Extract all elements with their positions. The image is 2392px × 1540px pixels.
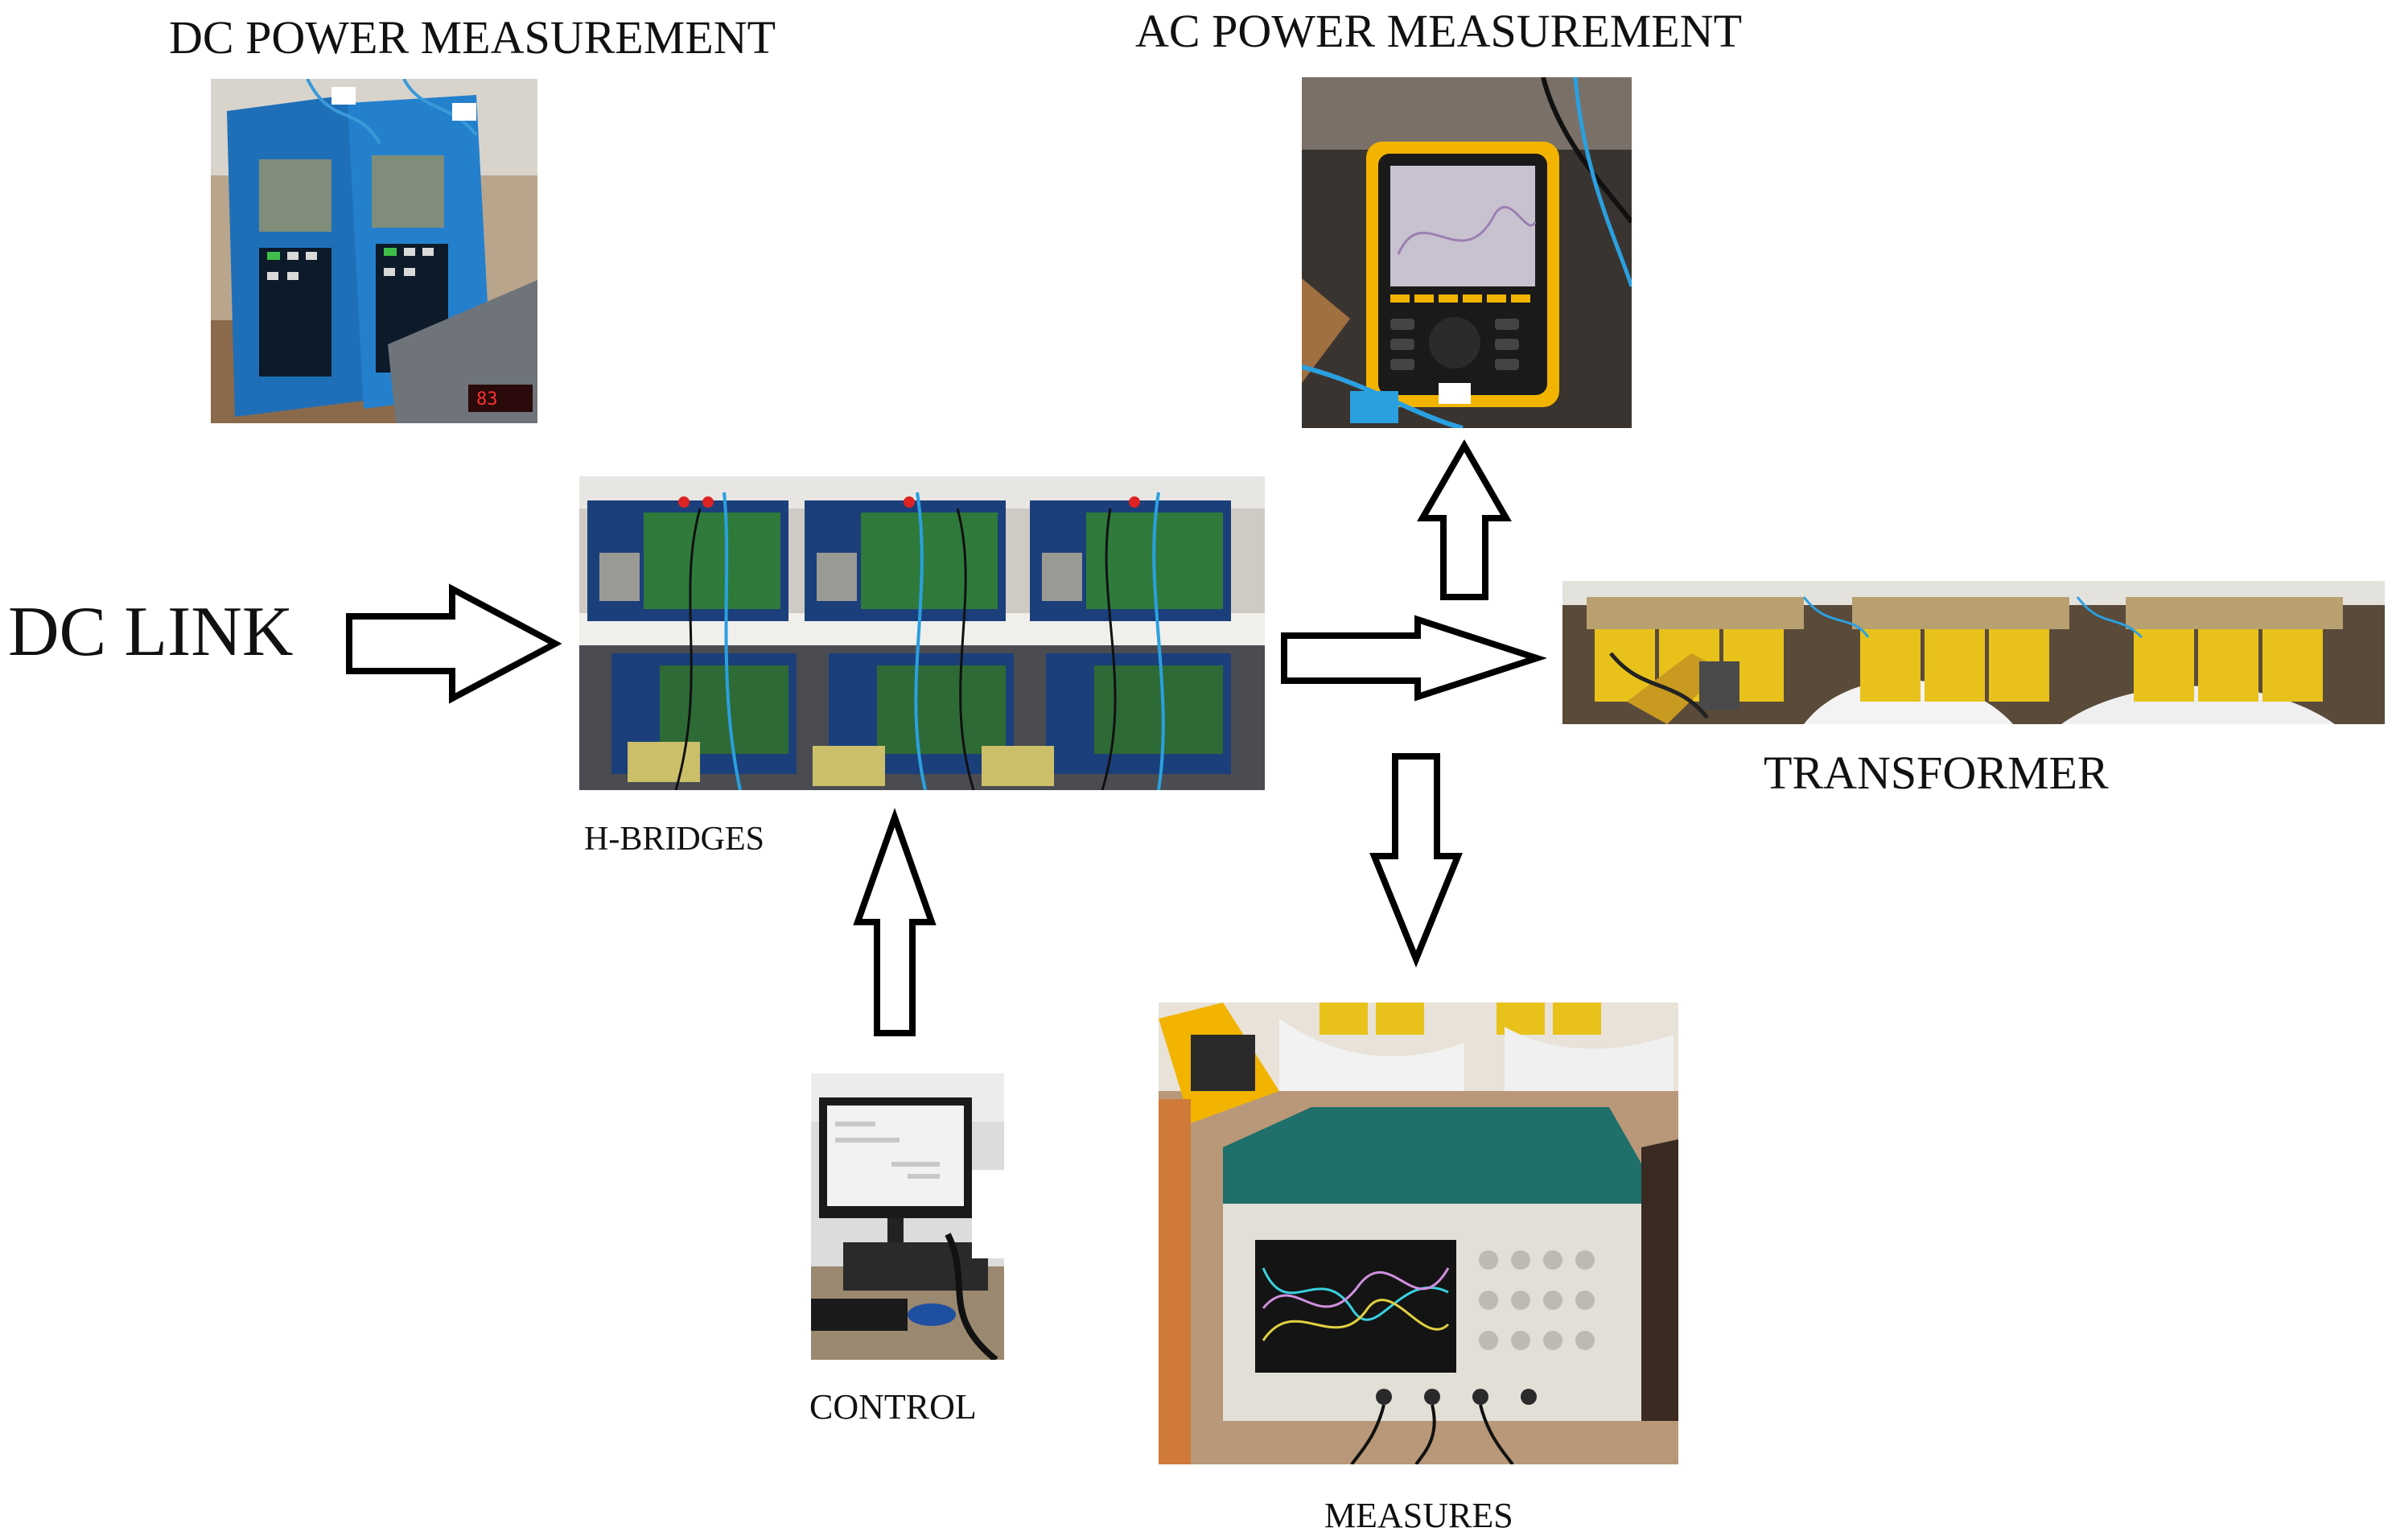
ac-power-measurement-label: AC POWER MEASUREMENT bbox=[1135, 5, 1743, 57]
arrow-up-to-ac-power bbox=[1417, 439, 1512, 600]
ac-power-meter-photo bbox=[1302, 77, 1632, 428]
transformer-label: TRANSFORMER bbox=[1764, 747, 2109, 799]
h-bridges-label: H-BRIDGES bbox=[584, 821, 765, 858]
control-pc-photo bbox=[811, 1073, 1004, 1360]
measures-label: MEASURES bbox=[1324, 1496, 1513, 1535]
arrow-hbridges-to-transformer bbox=[1281, 615, 1547, 702]
transformer-photo bbox=[1562, 581, 2385, 724]
oscilloscope-photo bbox=[1159, 1003, 1678, 1464]
dc-power-measurement-label: DC POWER MEASUREMENT bbox=[169, 11, 776, 64]
arrow-down-to-measures bbox=[1369, 753, 1463, 968]
dc-link-label: DC LINK bbox=[8, 593, 294, 671]
h-bridges-photo bbox=[579, 476, 1265, 790]
arrow-dclink-to-hbridges bbox=[346, 583, 562, 704]
svg-text:83: 83 bbox=[476, 389, 498, 410]
control-label: CONTROL bbox=[809, 1387, 977, 1427]
arrow-control-to-hbridges bbox=[853, 808, 937, 1036]
dc-power-meters-photo: 83 bbox=[211, 79, 537, 423]
